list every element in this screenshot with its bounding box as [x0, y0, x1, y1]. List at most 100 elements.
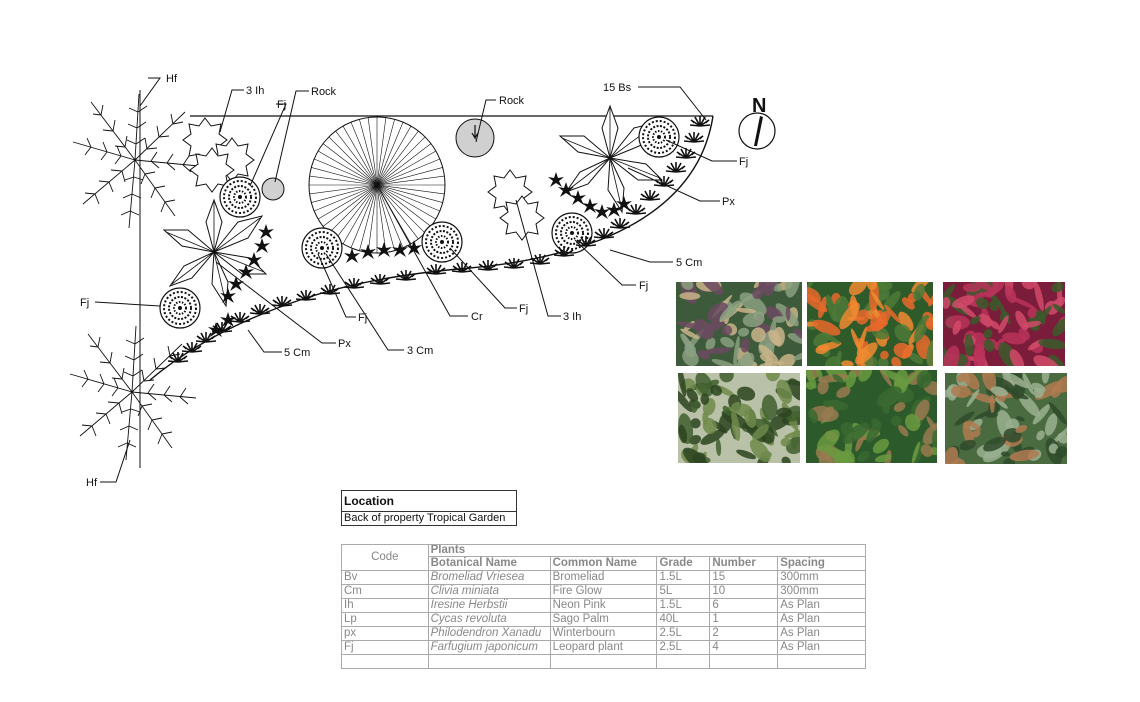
cell-number: 10	[709, 584, 779, 599]
cell-number: 1	[709, 612, 779, 627]
cell-botanical: Iresine Herbstii	[427, 598, 551, 613]
cell-botanical: Cycas revoluta	[427, 612, 551, 627]
tree-fern-top	[72, 93, 200, 229]
clivia-plant	[639, 189, 661, 201]
cell-number: 4	[709, 640, 779, 655]
table-row: Lp Cycas revoluta Sago Palm 40L 1 As Pla…	[341, 612, 866, 627]
code-header: Code	[341, 544, 429, 571]
location-value: Back of property Tropical Garden	[341, 511, 517, 526]
farfugium-plant	[219, 176, 261, 218]
cell-common: Leopard plant	[549, 640, 658, 655]
column-header: Grade	[656, 556, 711, 571]
clivia-plant	[249, 303, 271, 315]
location-table: Location Back of property Tropical Garde…	[341, 490, 517, 526]
cell-common: Neon Pink	[549, 598, 658, 613]
cell-number: 2	[709, 626, 779, 641]
cell-common: Bromeliad	[549, 570, 658, 585]
rock-large	[455, 118, 495, 158]
clivia-plant	[683, 131, 705, 143]
cell-grade: 2.5L	[656, 626, 711, 641]
cell-botanical: Philodendron Xanadu	[427, 626, 551, 641]
cycas-photo	[678, 373, 800, 463]
cell-code: Fj	[341, 640, 429, 655]
column-header: Number	[709, 556, 779, 571]
table-row: Bv Bromeliad Vriesea Bromeliad 1.5L 15 3…	[341, 570, 866, 585]
cell-botanical: Farfugium japonicum	[427, 640, 551, 655]
label-fj-mid-right: Fj	[639, 280, 648, 292]
label-fj-right: Fj	[739, 156, 748, 168]
label-fj-center: Fj	[519, 303, 528, 315]
column-header: Common Name	[549, 556, 658, 571]
clivia-plant	[593, 227, 615, 239]
cell-botanical: Clivia miniata	[427, 584, 551, 599]
label-ih-bottom: 3 Ih	[563, 311, 581, 323]
north-label: N	[752, 95, 766, 117]
location-title: Location	[341, 490, 517, 512]
plant-schedule-table: Code Plants Botanical Name Common Name G…	[341, 544, 867, 669]
label-cm-left: 5 Cm	[284, 347, 310, 359]
farfugium-plant	[551, 212, 593, 254]
cell-code: Bv	[341, 570, 429, 585]
plants-header: Plants	[427, 544, 867, 557]
cell-spacing: As Plan	[777, 598, 866, 613]
label-cm-bottom: 3 Cm	[407, 345, 433, 357]
bromeliad-plant	[228, 276, 244, 291]
bromeliad-plant	[594, 204, 610, 219]
farfugium-photo	[945, 373, 1067, 464]
cell-grade: 2.5L	[656, 640, 711, 655]
clivia-plant	[295, 289, 317, 301]
label-hf-bottom: Hf	[86, 477, 98, 489]
column-header: Botanical Name	[427, 556, 551, 571]
cell-number: 15	[709, 570, 779, 585]
label-hf-top: Hf	[166, 73, 178, 85]
column-header: Spacing	[777, 556, 866, 571]
table-row: Ih Iresine Herbstii Neon Pink 1.5L 6 As …	[341, 598, 866, 613]
label-fj-left-low: Fj	[358, 312, 367, 324]
cell-common: Sago Palm	[549, 612, 658, 627]
clivia-plant	[395, 269, 417, 281]
label-px-right: Px	[722, 196, 735, 208]
cell-common: Fire Glow	[549, 584, 658, 599]
label-rock-left: Rock	[311, 86, 337, 98]
cell-botanical: Bromeliad Vriesea	[427, 570, 551, 585]
rock-small	[261, 177, 285, 201]
table-row: px Philodendron Xanadu Winterbourn 2.5L …	[341, 626, 866, 641]
cell-spacing: 300mm	[777, 584, 866, 599]
clivia-plant	[425, 263, 447, 275]
clivia-plant	[271, 295, 293, 307]
farfugium-plant	[159, 287, 201, 329]
bromeliad-plant	[570, 190, 586, 205]
label-bs: 15 Bs	[603, 82, 632, 94]
cell-grade: 40L	[656, 612, 711, 627]
bromeliad-plant	[254, 238, 270, 253]
clivia-plant	[609, 217, 631, 229]
cell-grade: 5L	[656, 584, 711, 599]
cell-code: Lp	[341, 612, 429, 627]
bromeliad-plant	[582, 198, 598, 213]
bromeliad-plant	[258, 224, 274, 239]
clivia-plant	[477, 259, 499, 271]
iresine-plant	[499, 195, 545, 241]
label-cr: Cr	[471, 311, 483, 323]
clivia-plant	[625, 203, 647, 215]
cell-grade: 1.5L	[656, 598, 711, 613]
cell-spacing: As Plan	[777, 612, 866, 627]
iresine-photo	[943, 282, 1069, 366]
cell-spacing: As Plan	[777, 626, 866, 641]
table-row-empty	[341, 654, 866, 669]
label-cm-right: 5 Cm	[676, 257, 702, 269]
label-rock-mid: Rock	[499, 95, 525, 107]
bromeliad-photo	[676, 282, 802, 366]
cell-code: px	[341, 626, 429, 641]
label-fj-top: Fj	[277, 99, 286, 111]
cell-number: 6	[709, 598, 779, 613]
table-row: Fj Farfugium japonicum Leopard plant 2.5…	[341, 640, 866, 655]
clivia-plant	[319, 283, 341, 295]
bromeliad-plant	[548, 172, 564, 187]
clivia-plant	[369, 273, 391, 285]
cell-spacing: 300mm	[777, 570, 866, 585]
north-arrow: N	[738, 95, 776, 150]
label-ih-top: 3 Ih	[246, 85, 264, 97]
farfugium-plant	[638, 116, 680, 158]
